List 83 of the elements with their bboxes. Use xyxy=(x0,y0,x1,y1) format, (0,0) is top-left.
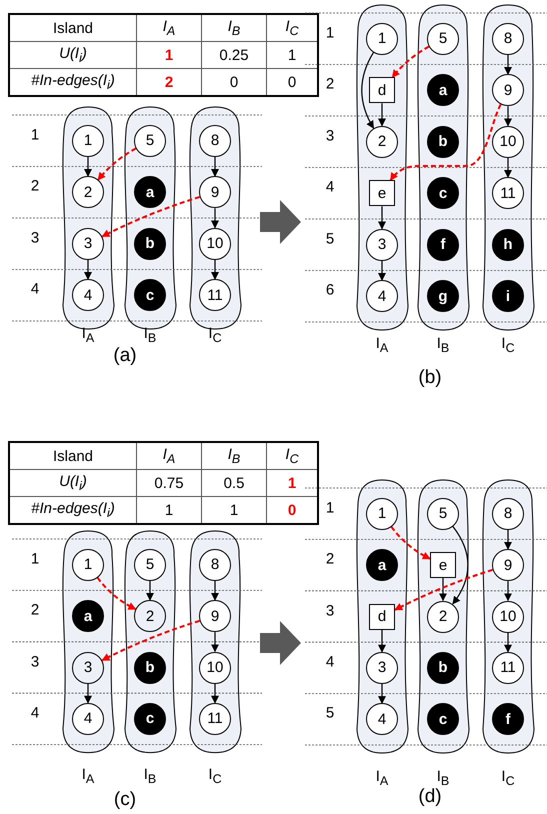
island-label: I$_{A}$ xyxy=(80,325,96,345)
arrow xyxy=(504,530,512,550)
panel-caption: (d) xyxy=(418,786,442,808)
arrow xyxy=(211,156,219,178)
arrow xyxy=(378,684,386,704)
row-number: 3 xyxy=(326,602,334,619)
row-number: 4 xyxy=(30,704,40,722)
arrow xyxy=(211,684,219,704)
row-number: 1 xyxy=(30,126,40,144)
row-number: 1 xyxy=(326,24,334,42)
row-number: 2 xyxy=(30,602,40,619)
arrow xyxy=(504,54,512,76)
row-number: 1 xyxy=(326,499,334,516)
table-header-cell: I$_{B}$ xyxy=(202,442,266,470)
row-number: 4 xyxy=(326,178,334,196)
row-number: 2 xyxy=(326,550,334,568)
dashed-arrow xyxy=(390,104,502,181)
arrow xyxy=(378,206,386,230)
table-header-cell: I$_{A}$ xyxy=(136,14,202,42)
row-number: 4 xyxy=(30,280,40,298)
island-label: I$_{A}$ xyxy=(374,335,390,355)
panel-caption: (b) xyxy=(418,367,442,389)
island-label: I$_{C}$ xyxy=(500,335,516,355)
arrow xyxy=(211,632,219,652)
dashed-arrow xyxy=(102,620,200,662)
table-cell: 0.25 xyxy=(202,42,266,68)
arrow xyxy=(439,578,447,602)
table-header-cell: Island xyxy=(9,14,136,42)
row-number: 2 xyxy=(30,178,40,195)
island-label: I$_{B}$ xyxy=(142,325,158,345)
dashed-arrow xyxy=(102,196,200,238)
arrow xyxy=(211,208,219,229)
island-label: I$_{A}$ xyxy=(80,766,96,786)
table-header-cell: I$_{A}$ xyxy=(136,442,202,470)
node-square: d xyxy=(369,604,395,630)
table-cell: 1 xyxy=(136,42,202,68)
arrow xyxy=(84,684,92,704)
island-label: I$_{C}$ xyxy=(500,768,516,788)
row-number: 4 xyxy=(326,653,334,670)
arrow xyxy=(504,632,512,653)
panel-caption: (c) xyxy=(114,789,136,811)
arrow xyxy=(378,260,386,282)
dashed-arrow xyxy=(97,148,136,180)
table-header-cell: Island xyxy=(9,442,136,470)
island-label: I$_{B}$ xyxy=(436,335,450,355)
arrow xyxy=(378,103,386,127)
row-number: 5 xyxy=(326,704,334,722)
arrow xyxy=(84,260,92,280)
arrow xyxy=(146,580,154,601)
arrow xyxy=(452,526,468,605)
island-label: I$_{B}$ xyxy=(142,766,158,786)
panel-caption: (a) xyxy=(113,345,137,367)
arrow xyxy=(84,156,92,178)
island-label: I$_{C}$ xyxy=(207,325,223,345)
dashed-arrow xyxy=(392,46,430,78)
dashed-arrow xyxy=(96,576,136,610)
island-label: I$_{A}$ xyxy=(374,768,390,788)
table-cell: 0.5 xyxy=(202,470,266,496)
table-cell: U(I$_{i}$) xyxy=(9,470,136,496)
island-label: I$_{B}$ xyxy=(436,768,450,788)
node-square: d xyxy=(369,77,395,104)
row-number: 3 xyxy=(326,127,334,144)
dashed-arrow xyxy=(394,568,494,611)
arrow xyxy=(211,580,219,601)
node-square: e xyxy=(369,180,395,206)
row-number: 6 xyxy=(326,282,334,299)
table-header-cell: I$_{B}$ xyxy=(202,14,266,42)
arrow xyxy=(211,260,219,280)
arrow xyxy=(504,581,512,602)
row-number: 1 xyxy=(30,550,40,568)
dashed-arrow xyxy=(390,526,431,560)
row-number: 3 xyxy=(30,229,40,246)
row-number: 2 xyxy=(326,76,334,93)
arrow xyxy=(504,158,512,178)
row-number: 5 xyxy=(326,230,334,248)
node-square: e xyxy=(430,552,456,578)
arrow xyxy=(361,52,374,129)
table-cell: U(I$_{i}$) xyxy=(9,42,136,68)
table-cell: 0.75 xyxy=(136,470,202,496)
arrow xyxy=(504,106,512,127)
arrow xyxy=(378,630,386,653)
row-number: 3 xyxy=(30,653,40,670)
island-label: I$_{C}$ xyxy=(207,766,223,786)
